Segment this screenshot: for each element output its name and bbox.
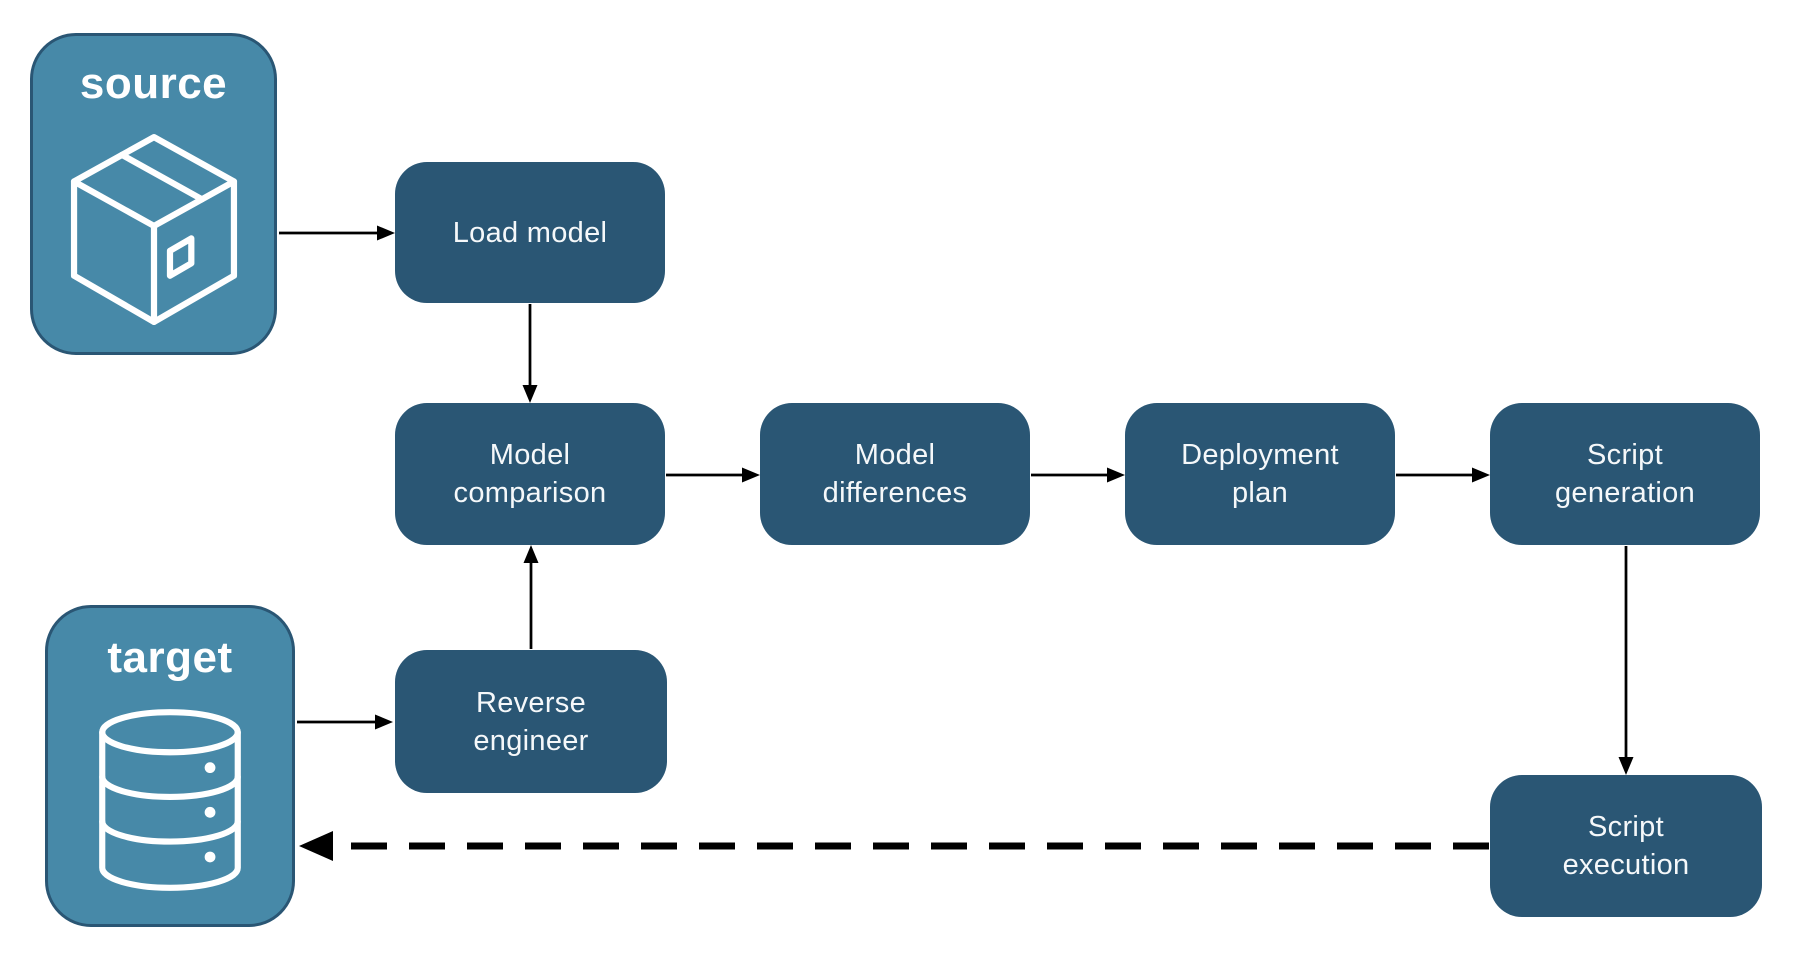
node-reverse-engineer-line2: engineer <box>473 724 589 757</box>
edge-script-execution-to-target-dashed <box>299 831 1489 861</box>
node-model-comparison-line1: Model <box>489 439 571 471</box>
node-script-execution-line1: Script <box>1588 811 1664 843</box>
edge-target-to-reverse-engineer <box>297 714 393 730</box>
database-cylinder-icon <box>99 709 241 892</box>
node-model-differences-line1: Model <box>854 439 936 471</box>
node-deployment-plan-line1: Deployment <box>1181 439 1339 471</box>
node-load-model-line1: Load model <box>452 216 608 249</box>
node-model-differences-line2: differences <box>822 477 968 509</box>
node-deployment-plan-line2: plan <box>1231 477 1289 509</box>
edge-reverse-engineer-to-model-comparison <box>523 545 539 649</box>
node-load-model: Load model <box>395 162 665 303</box>
edge-model-differences-to-deployment-plan <box>1031 467 1125 483</box>
target-label: target <box>107 633 233 682</box>
node-model-comparison-line2: comparison <box>453 477 607 509</box>
node-reverse-engineer-line1: Reverse <box>475 686 587 719</box>
node-script-execution-line2: execution <box>1562 849 1690 881</box>
target-container: target <box>45 605 295 927</box>
edge-script-generation-to-script-execution <box>1618 546 1634 775</box>
node-reverse-engineer: Reverse engineer <box>395 650 667 793</box>
node-script-generation: Script generation <box>1490 403 1760 545</box>
edge-source-to-load-model <box>279 225 395 241</box>
source-label: source <box>79 59 228 108</box>
node-script-execution: Script execution <box>1490 775 1762 917</box>
node-model-differences: Model differences <box>760 403 1030 545</box>
node-script-generation-line2: generation <box>1554 477 1696 509</box>
edge-model-comparison-to-model-differences <box>666 467 760 483</box>
node-deployment-plan: Deployment plan <box>1125 403 1395 545</box>
edge-deployment-plan-to-script-generation <box>1396 467 1490 483</box>
edge-load-model-to-model-comparison <box>522 304 538 403</box>
node-model-comparison: Model comparison <box>395 403 665 545</box>
node-script-generation-line1: Script <box>1587 439 1663 471</box>
package-box-icon <box>70 134 237 326</box>
source-container: source <box>30 33 277 355</box>
